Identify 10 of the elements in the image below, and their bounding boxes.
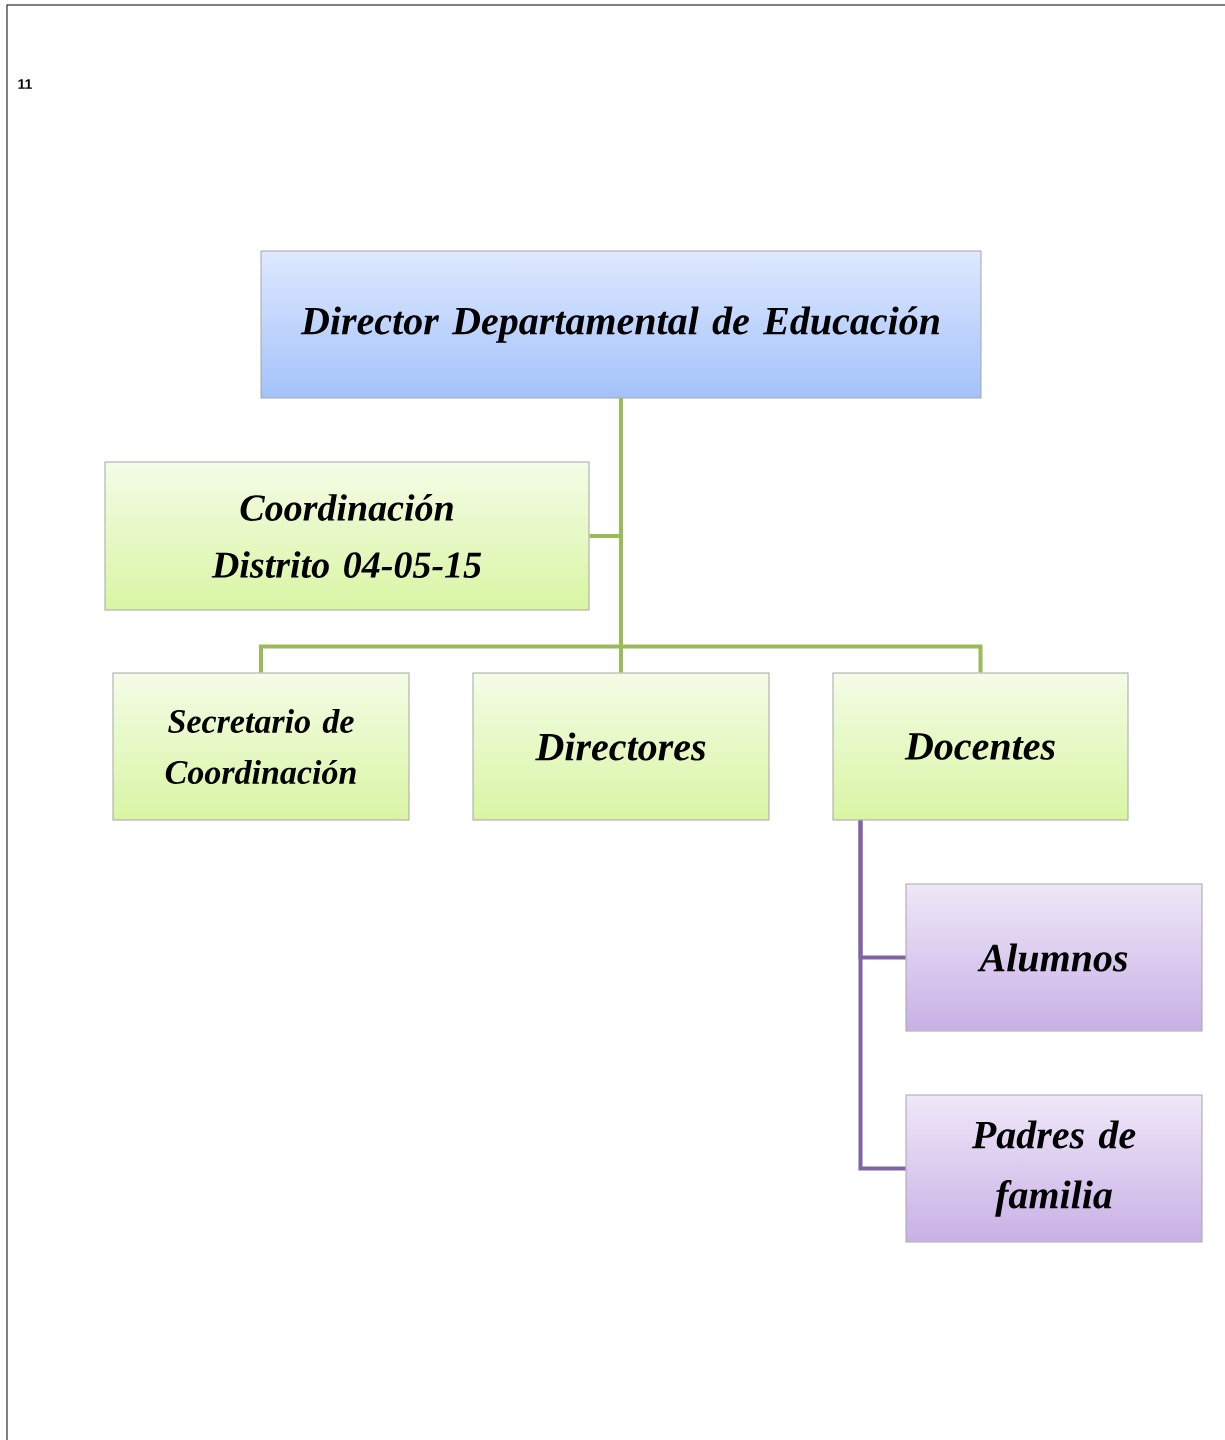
connector-line [619,398,983,673]
org-box: Secretario de Coordinación [112,672,410,821]
org-box: Directores [472,672,770,821]
org-box: Padres de familia [905,1094,1203,1243]
page-number: 11 [18,79,32,89]
org-box: Coordinación Distrito 04-05-15 [104,461,590,611]
connector-line [858,820,906,1171]
org-box: Alumnos [905,883,1203,1032]
org-box: Director Departamental de Educación [260,250,982,399]
org-box: Docentes [832,672,1129,821]
